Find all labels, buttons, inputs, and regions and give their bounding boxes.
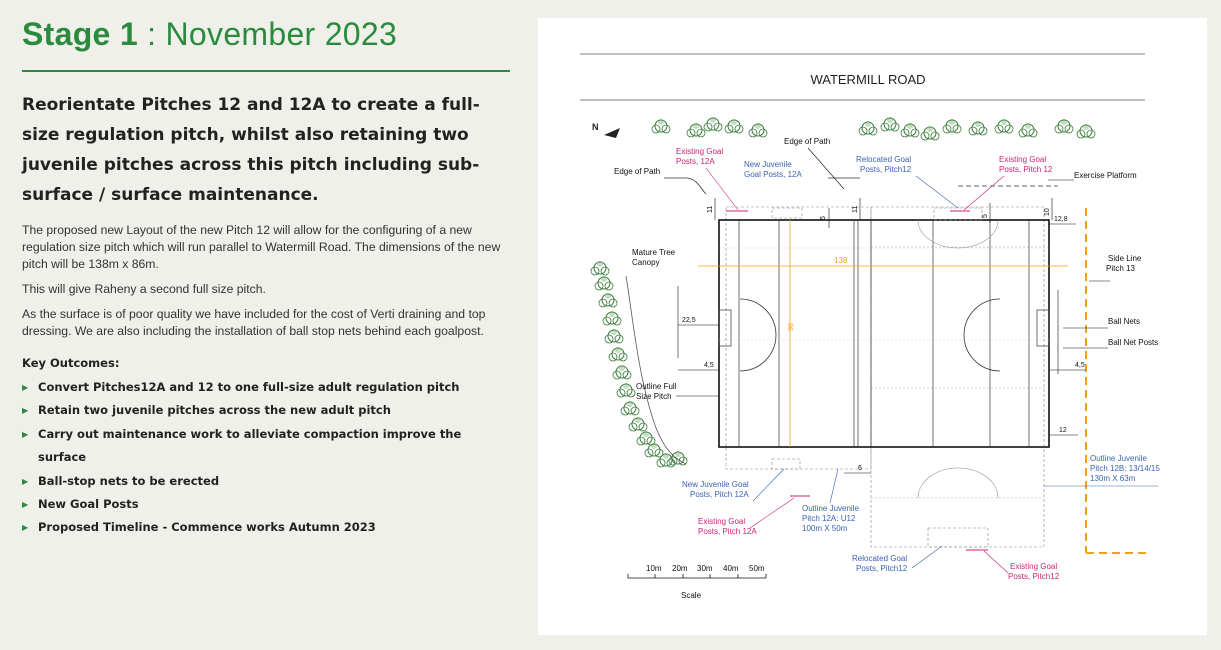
mature-tree-label-2: Canopy	[632, 258, 660, 267]
existing-goal-12a-label: Existing Goal	[676, 147, 723, 156]
outline-juvenile-12a	[725, 206, 872, 470]
new-juvenile-goal-label: New Juvenile	[744, 160, 792, 169]
body-paragraph: The proposed new Layout of the new Pitch…	[22, 223, 501, 271]
outcome-text: Convert Pitches12A and 12 to one full-si…	[38, 380, 460, 394]
outcome-text: Carry out maintenance work to alleviate …	[38, 426, 462, 465]
existing-goal-12-label-2: Posts, Pitch 12	[999, 165, 1053, 174]
triangle-bullet-icon: ▶	[22, 383, 29, 392]
outline-juvenile-12b-label: Outline Juvenile	[1090, 454, 1147, 463]
body-paragraph: As the surface is of poor quality we hav…	[22, 307, 486, 338]
north-label: N	[592, 122, 599, 132]
dim-4-5-left: 4,5	[704, 362, 714, 369]
outline-full-label: Outline Full	[636, 382, 677, 391]
new-juvenile-goal-label-2: Goal Posts, 12A	[744, 170, 802, 179]
outline-juvenile-12a-label-3: 100m X 50m	[802, 524, 848, 533]
scale-tick: 40m	[723, 564, 739, 573]
tree-canopy-left	[590, 260, 688, 468]
relocated-goal-label: Relocated Goal	[856, 155, 911, 164]
list-item: ▶ Retain two juvenile pitches across the …	[22, 399, 512, 422]
dim-12-8: 12,8	[1054, 216, 1068, 223]
dim-length: 138	[834, 256, 848, 265]
existing-goal-12a-bottom-label-2: Posts, Pitch 12A	[698, 527, 757, 536]
outcome-text: New Goal Posts	[38, 497, 139, 512]
pitch-plan-panel: WATERMILL ROAD N 138 86	[538, 18, 1207, 635]
dim-6: 6	[858, 465, 862, 472]
list-item: ▶ New Goal Posts	[22, 493, 512, 516]
existing-goal-12-bottom-label-2: Posts, Pitch12	[1008, 572, 1060, 581]
scale-label: Scale	[681, 591, 702, 600]
triangle-bullet-icon: ▶	[22, 429, 29, 439]
scale-bar: 10m 20m 30m 40m 50m Scale	[627, 564, 767, 600]
existing-goal-12a-label-2: Posts, 12A	[676, 157, 715, 166]
body-paragraph: This will give Raheny a second full size…	[22, 282, 266, 296]
full-size-pitch	[718, 219, 1050, 448]
scale-tick: 20m	[672, 564, 688, 573]
outline-juvenile-12b-label-3: 130m X 63m	[1090, 474, 1136, 483]
list-item: ▶ Convert Pitches12A and 12 to one full-s…	[22, 376, 512, 399]
outline-juvenile-12b	[870, 206, 1045, 548]
outline-juvenile-12a-label-2: Pitch 12A: U12	[802, 514, 856, 523]
mature-tree-label: Mature Tree	[632, 248, 676, 257]
dim-10: 10	[1044, 208, 1051, 216]
lead-paragraph: Reorientate Pitches 12 and 12A to create…	[22, 95, 480, 205]
road-name: WATERMILL ROAD	[810, 72, 925, 87]
title-divider	[22, 70, 510, 72]
outline-juvenile-12b-label-2: Pitch 12B: 13/14/15	[1090, 464, 1160, 473]
dim-11-left: 11	[707, 206, 714, 213]
new-juvenile-bottom-label-2: Posts, Pitch 12A	[690, 490, 749, 499]
dim-5-left: 5	[820, 216, 827, 220]
pitch-plan-diagram: WATERMILL ROAD N 138 86	[580, 53, 1160, 600]
outcome-text: Proposed Timeline - Commence works Autum…	[38, 520, 376, 535]
outline-full-label-2: Size Pitch	[636, 392, 672, 401]
outcome-text: Retain two juvenile pitches across the n…	[38, 403, 391, 418]
trees-top	[651, 116, 1096, 141]
outcomes-list: ▶ Convert Pitches12A and 12 to one full-s…	[22, 376, 512, 540]
edge-of-path-label: Edge of Path	[614, 167, 660, 176]
stage-date: : November 2023	[137, 16, 398, 52]
existing-goal-12-bottom-label: Existing Goal	[1010, 562, 1057, 571]
edge-of-path-label: Edge of Path	[784, 137, 830, 146]
triangle-bullet-icon: ▶	[22, 406, 29, 416]
relocated-goal-bottom-label: Relocated Goal	[852, 554, 907, 563]
north-arrow-icon: N	[592, 122, 620, 138]
outline-juvenile-12a-label: Outline Juvenile	[802, 504, 859, 513]
exercise-platform-label: Exercise Platform	[1074, 171, 1137, 180]
dim-12: 12	[1059, 427, 1067, 434]
outcome-text: Ball-stop nets to be erected	[38, 473, 220, 488]
dim-11-right: 11	[852, 206, 859, 213]
list-item: ▶ Ball-stop nets to be erected	[22, 470, 512, 493]
side-line-label: Side Line	[1108, 254, 1142, 263]
ball-nets-label: Ball Nets	[1108, 317, 1140, 326]
list-item: ▶ Carry out maintenance work to alleviate…	[22, 423, 512, 470]
scale-tick: 30m	[697, 564, 713, 573]
dim-4-5-right: 4,5	[1075, 362, 1085, 369]
new-juvenile-bottom-label: New Juvenile Goal	[682, 480, 749, 489]
existing-goal-12a-bottom-label: Existing Goal	[698, 517, 745, 526]
relocated-goal-bottom-label-2: Posts, Pitch12	[856, 564, 908, 573]
relocated-goal-label-2: Posts, Pitch12	[860, 165, 912, 174]
ball-net-posts-label: Ball Net Posts	[1108, 338, 1158, 347]
side-line-label-2: Pitch 13	[1106, 264, 1135, 273]
triangle-bullet-icon: ▶	[22, 523, 29, 533]
dim-5-right: 5	[982, 214, 989, 218]
text-column: Stage 1 : November 2023 Reorientate Pitc…	[22, 12, 512, 540]
page-title: Stage 1 : November 2023	[22, 12, 512, 56]
scale-tick: 10m	[646, 564, 662, 573]
scale-tick: 50m	[749, 564, 765, 573]
list-item: ▶ Proposed Timeline - Commence works Autu…	[22, 516, 512, 539]
triangle-bullet-icon: ▶	[22, 476, 29, 486]
stage-label: Stage 1	[22, 16, 138, 52]
dim-width: 86	[786, 323, 793, 331]
key-outcomes-heading: Key Outcomes:	[22, 356, 120, 370]
dim-22-5: 22,5	[682, 317, 696, 324]
existing-goal-12-label: Existing Goal	[999, 155, 1046, 164]
triangle-bullet-icon: ▶	[22, 500, 29, 510]
